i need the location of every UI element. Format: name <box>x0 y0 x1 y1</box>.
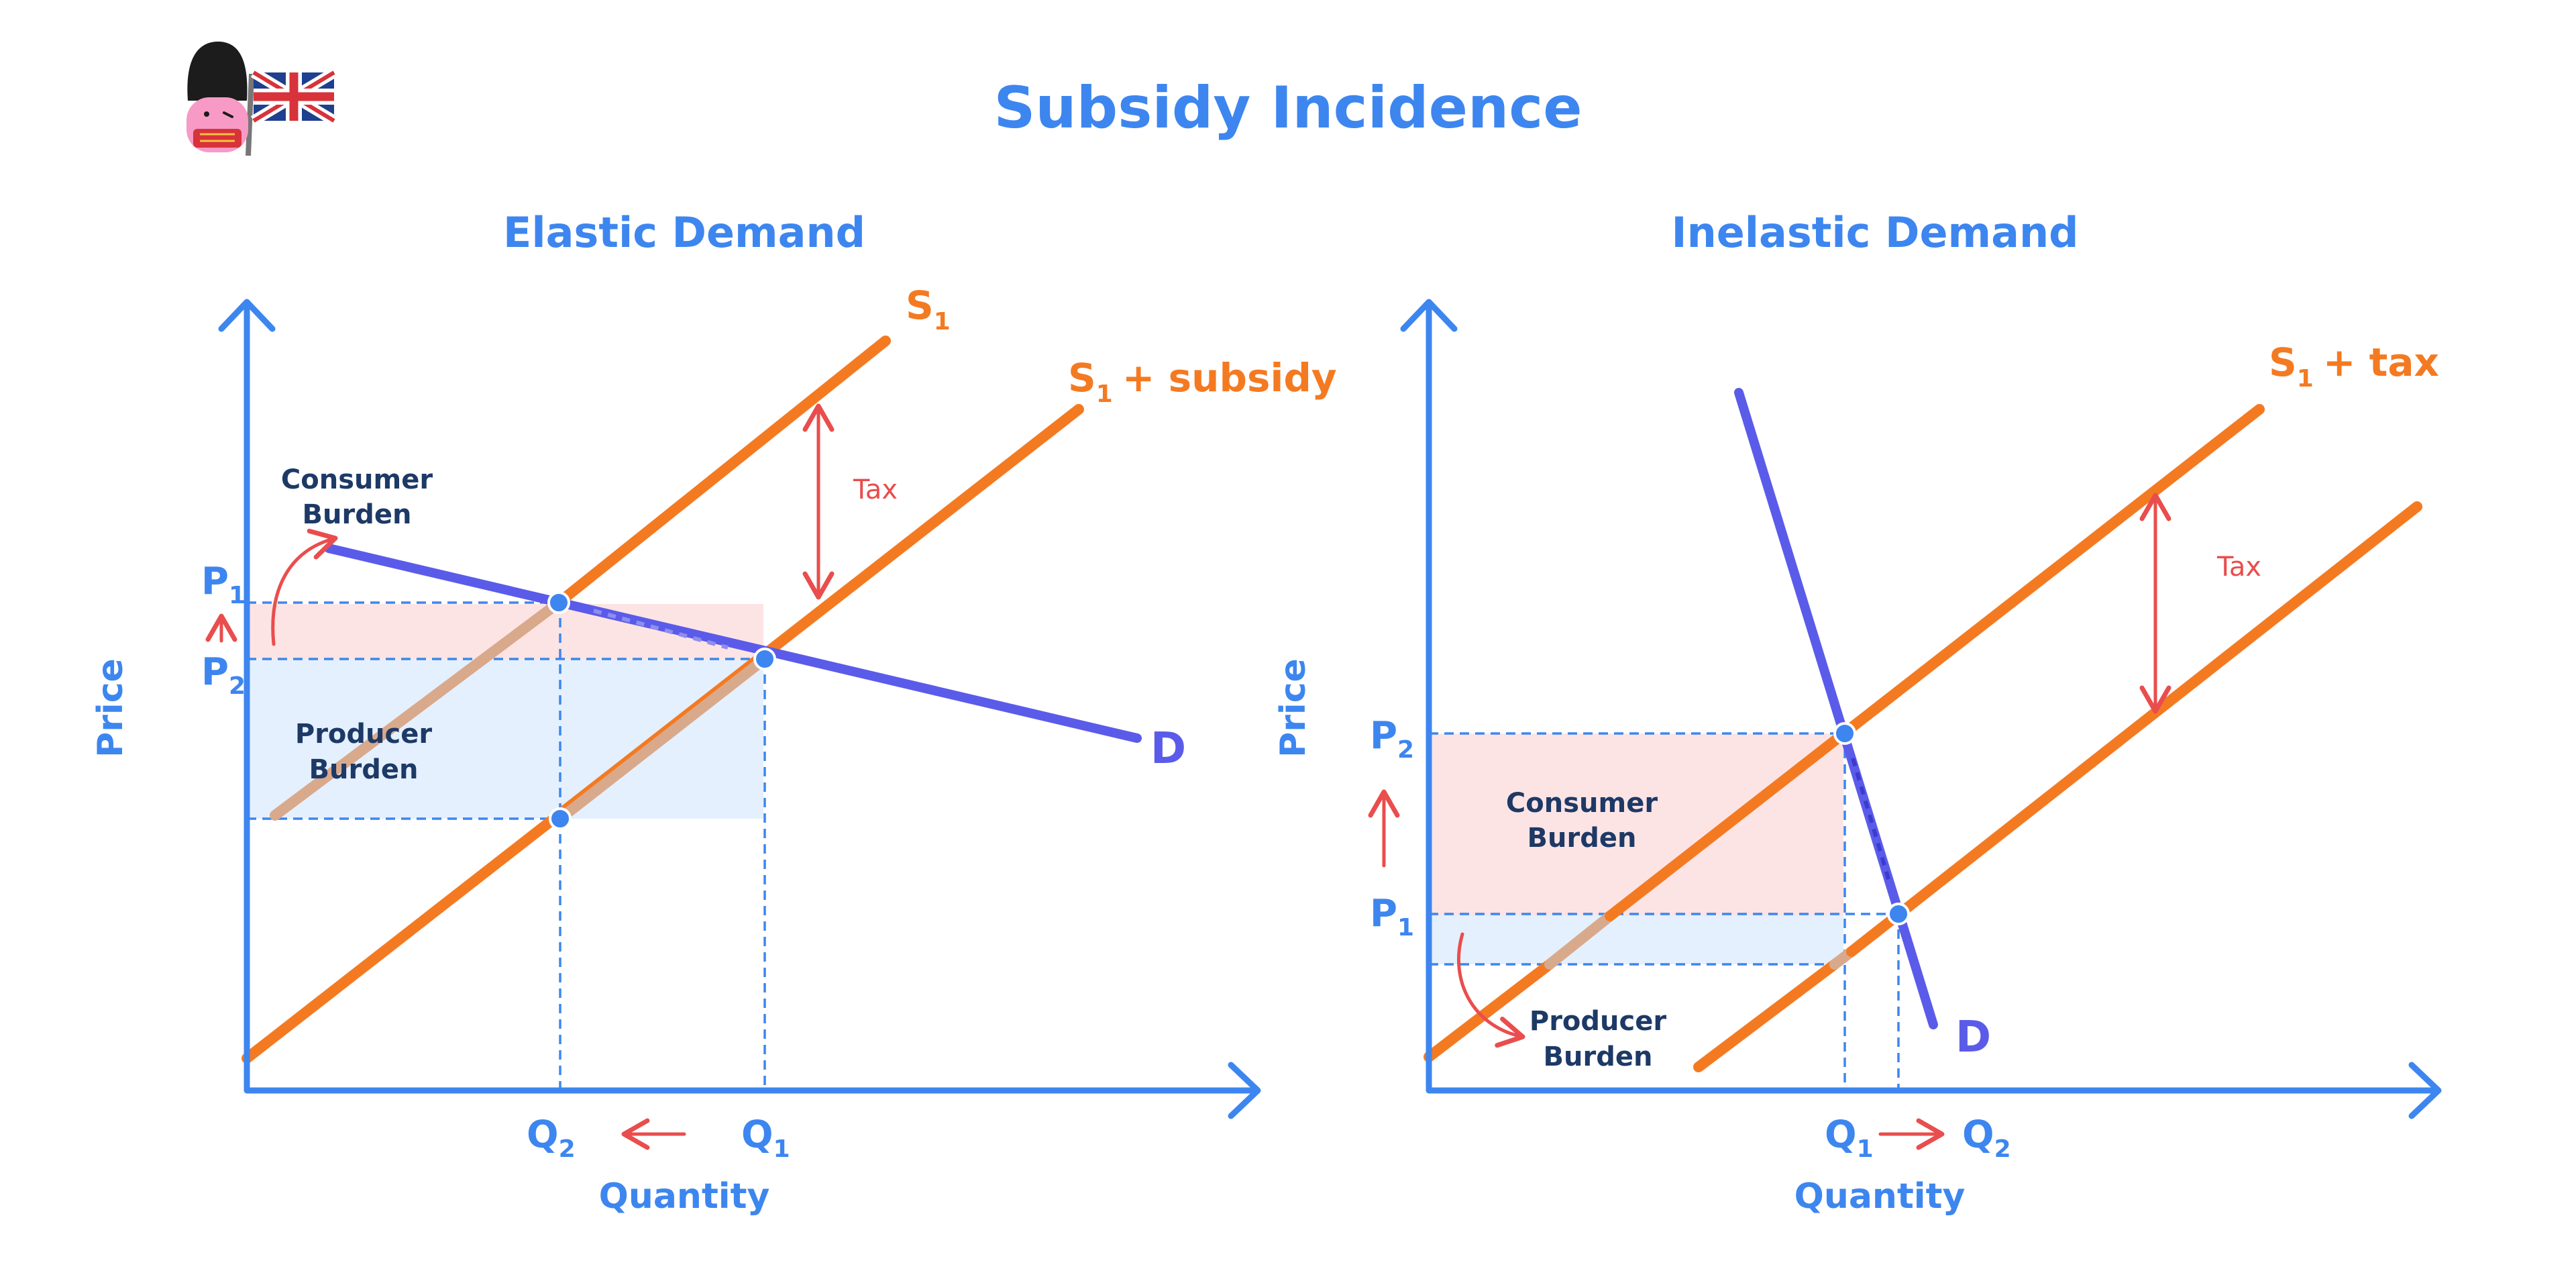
right-supply-s1-lower-segment <box>1693 959 1840 1072</box>
right-q1-label: Q1 <box>1825 1113 1874 1163</box>
left-producer-burden-label-line2: Burden <box>309 754 419 785</box>
right-s1-tax-label: S1+ tax <box>2269 340 2439 393</box>
left-shifted-supply-faded-segment <box>555 654 770 824</box>
right-y-axis-label: Price <box>1273 658 1313 758</box>
left-x-axis-label: Quantity <box>599 1176 770 1217</box>
left-x-axis-arrowhead <box>1228 1062 1261 1119</box>
right-supply-faded-segment <box>1544 911 1615 970</box>
right-demand-label: D <box>1955 1013 1991 1062</box>
right-supply-s1-line <box>1846 501 2422 957</box>
left-s1-subsidy-label: S1+ subsidy <box>1068 355 1337 408</box>
right-y-axis-arrowhead <box>1400 299 1458 332</box>
right-producer-burden-label-line2: Burden <box>1544 1041 1653 1072</box>
left-equilibrium-point-1 <box>547 591 570 614</box>
left-supply-s1-faded-segment <box>270 597 564 821</box>
left-q1-label: Q1 <box>741 1113 790 1163</box>
left-q2-label: Q2 <box>527 1113 576 1163</box>
left-consumer-burden-label-line2: Burden <box>303 499 412 530</box>
right-demand-dashed-overlay <box>1851 758 1892 886</box>
right-tax-label: Tax <box>2216 552 2261 582</box>
left-equilibrium-point-2 <box>753 648 776 670</box>
right-producer-burden-label-line1: Producer <box>1529 1006 1666 1037</box>
left-producer-burden-label-line1: Producer <box>295 719 432 750</box>
union-jack-flag-icon <box>250 68 337 125</box>
right-dashed-guides <box>1429 732 1900 1090</box>
left-supply-s1-line <box>553 336 891 608</box>
left-tax-label: Tax <box>853 474 898 505</box>
left-consumer-burden-arrow <box>271 528 338 646</box>
right-p1-label: P1 <box>1370 892 1414 941</box>
page-title: Subsidy Incidence <box>994 74 1582 142</box>
right-p2-label: P2 <box>1370 714 1414 764</box>
left-panel-title: Elastic Demand <box>503 208 865 257</box>
left-p1-label: P1 <box>201 560 246 609</box>
inelastic-demand-panel: Inelastic Demand Tax S1+ tax D <box>1273 208 2442 1217</box>
royal-guard-mascot-icon <box>186 42 337 156</box>
right-axes <box>1426 302 2438 1094</box>
flag-pole <box>246 73 254 156</box>
right-q2-label: Q2 <box>1962 1113 2011 1163</box>
right-supply-lower-segment <box>1424 959 1555 1062</box>
left-s1-label: S1 <box>906 283 951 336</box>
right-x-axis-label: Quantity <box>1794 1176 1966 1217</box>
elastic-demand-panel: Elastic Demand Tax S1 S1+ subsidy <box>91 208 1337 1217</box>
right-consumer-burden-label-line2: Burden <box>1527 823 1637 854</box>
right-consumer-burden-area <box>1429 733 1843 916</box>
right-supply-tax-line <box>1605 404 2265 921</box>
left-demand-label: D <box>1150 724 1186 774</box>
left-consumer-burden-label-line1: Consumer <box>281 464 433 495</box>
left-demand-line <box>324 544 1142 743</box>
left-p2-label: P2 <box>201 650 246 700</box>
right-x-axis-arrowhead <box>2408 1062 2442 1119</box>
left-axes <box>244 302 1258 1094</box>
left-y-axis-label: Price <box>91 658 131 758</box>
bearskin-hat <box>187 42 248 101</box>
left-y-axis-arrowhead <box>218 299 276 332</box>
left-subsidy-point <box>549 807 572 830</box>
left-producer-burden-area <box>247 659 763 819</box>
right-producer-burden-arrow <box>1456 932 1525 1048</box>
right-equilibrium-point-1 <box>1887 903 1910 925</box>
right-equilibrium-point-2 <box>1833 722 1856 745</box>
right-consumer-burden-label-line1: Consumer <box>1506 788 1658 819</box>
right-panel-title: Inelastic Demand <box>1672 208 2079 257</box>
right-producer-burden-area <box>1429 916 1843 964</box>
left-dashed-guides <box>247 601 766 1090</box>
